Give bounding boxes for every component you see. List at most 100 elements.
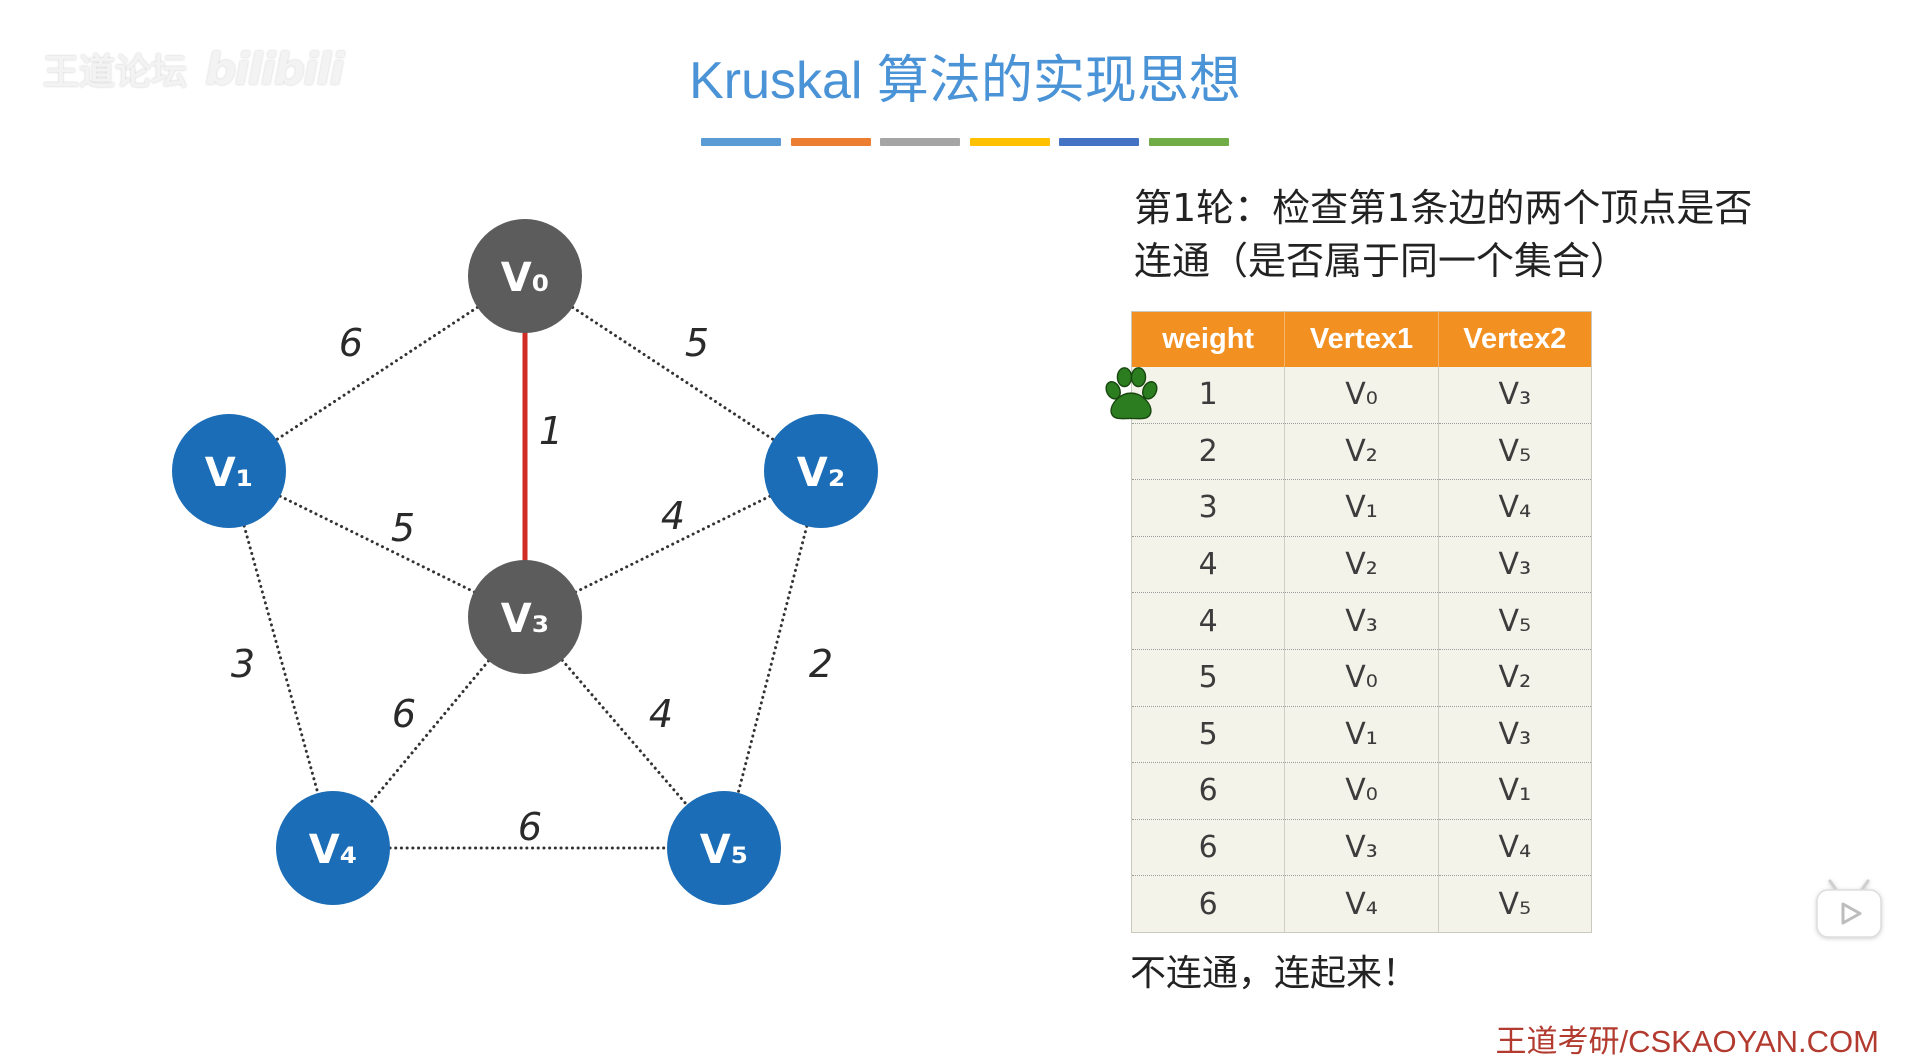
node-circle	[468, 560, 582, 674]
node-label: V₄	[309, 827, 357, 873]
edge-weight-v0-v2: 5	[685, 321, 709, 365]
node-v3: V₃	[468, 560, 582, 674]
bilibili-logo: bilibili	[205, 43, 344, 95]
weight-cell: 6	[1131, 875, 1286, 933]
round-instruction: 第1轮：检查第1条边的两个顶点是否 连通（是否属于同一个集合）	[1134, 182, 1752, 288]
instruction-line-1: 第1轮：检查第1条边的两个顶点是否	[1134, 186, 1753, 230]
node-v4: V₄	[276, 791, 390, 905]
weight-cell: 5	[1131, 706, 1286, 764]
accent-bar	[790, 138, 871, 146]
node-label: V₅	[700, 827, 748, 873]
vertex1-cell: V₄	[1284, 875, 1439, 933]
node-v2: V₂	[764, 414, 878, 528]
weight-cell: 3	[1131, 479, 1286, 537]
vertex2-cell: V₄	[1438, 819, 1592, 877]
vertex2-cell: V₃	[1438, 536, 1592, 594]
node-circle	[276, 791, 390, 905]
accent-bars	[701, 138, 1229, 146]
edge-v0-v1	[227, 274, 527, 473]
accent-bar	[1059, 138, 1139, 146]
accent-bar	[880, 138, 960, 146]
edge-weight-v0-v1: 6	[339, 321, 363, 365]
node-v1: V₁	[172, 414, 286, 528]
column-header-weight: weight	[1131, 311, 1286, 367]
vertex2-cell: V₁	[1438, 762, 1592, 820]
weight-layer: 6 5 1 5 4 3 2 6 4 6	[231, 321, 833, 849]
edge-weight-v3-v5: 4	[649, 692, 673, 736]
node-v0: V₀	[468, 219, 582, 333]
edge-weight-v2-v5: 2	[809, 642, 833, 686]
weight-cell: 4	[1131, 536, 1286, 594]
vertex2-cell: V₅	[1438, 423, 1592, 481]
node-circle	[667, 791, 781, 905]
footer-brand: 王道考研/CSKAOYAN.COM	[1495, 1024, 1879, 1059]
edge-weight-v1-v3: 5	[391, 506, 415, 550]
vertex1-cell: V₀	[1284, 649, 1439, 707]
vertex1-cell: V₂	[1284, 536, 1439, 594]
paw-icon	[1101, 365, 1161, 425]
edge-weight-v1-v4: 3	[231, 642, 255, 686]
vertex1-cell: V₁	[1284, 706, 1439, 764]
node-circle	[764, 414, 878, 528]
edge-weight-v4-v5: 6	[518, 805, 542, 849]
weight-cell: 5	[1131, 649, 1286, 707]
vertex2-cell: V₄	[1438, 479, 1592, 537]
vertex1-cell: V₃	[1284, 592, 1439, 650]
node-label: V₂	[797, 450, 845, 496]
vertex1-cell: V₁	[1284, 479, 1439, 537]
vertex1-cell: V₃	[1284, 819, 1439, 877]
node-label: V₃	[501, 596, 549, 642]
node-label: V₀	[501, 255, 549, 301]
weight-cell: 6	[1131, 762, 1286, 820]
weight-cell: 6	[1131, 819, 1286, 877]
node-layer: V₀ V₁ V₂ V₃ V₄ V₅	[172, 219, 878, 905]
accent-bar	[969, 138, 1050, 146]
vertex1-cell: V₀	[1284, 367, 1439, 424]
edge-v0-v2	[523, 274, 823, 473]
vertex1-cell: V₀	[1284, 762, 1439, 820]
result-text: 不连通，连起来！	[1130, 953, 1419, 994]
play-icon[interactable]	[1814, 878, 1884, 940]
graph-diagram: V₀ V₁ V₂ V₃ V₄ V₅ 6 5 1 5 4 3 2 6 4 6	[172, 219, 878, 905]
column-header-vertex2: Vertex2	[1438, 311, 1592, 367]
edge-v2-v5	[722, 469, 823, 850]
vertex2-cell: V₃	[1438, 367, 1592, 424]
node-label: V₁	[205, 450, 253, 496]
vertex2-cell: V₃	[1438, 706, 1592, 764]
weight-cell: 1	[1131, 367, 1286, 424]
weight-cell: 2	[1131, 423, 1286, 481]
accent-bar	[1148, 138, 1229, 146]
node-circle	[468, 219, 582, 333]
vertex2-cell: V₂	[1438, 649, 1592, 707]
edge-weight-v3-v4: 6	[392, 692, 416, 736]
column-header-vertex1: Vertex1	[1284, 311, 1439, 367]
edge-weight-v0-v3: 1	[539, 409, 563, 453]
slide-title: Kruskal 算法的实现思想	[689, 52, 1241, 110]
play-button[interactable]	[1814, 878, 1884, 940]
watermark: 王道论坛 bilibili	[43, 42, 345, 96]
vertex1-cell: V₂	[1284, 423, 1439, 481]
watermark-text: 王道论坛	[43, 52, 188, 93]
vertex2-cell: V₅	[1438, 875, 1592, 933]
node-v5: V₅	[667, 791, 781, 905]
accent-bar	[701, 138, 781, 146]
edge-v1-v4	[227, 469, 335, 850]
weight-cell: 4	[1131, 592, 1286, 650]
vertex2-cell: V₅	[1438, 592, 1592, 650]
edge-weight-v2-v3: 4	[661, 494, 685, 538]
instruction-line-2: 连通（是否属于同一个集合）	[1134, 239, 1629, 283]
